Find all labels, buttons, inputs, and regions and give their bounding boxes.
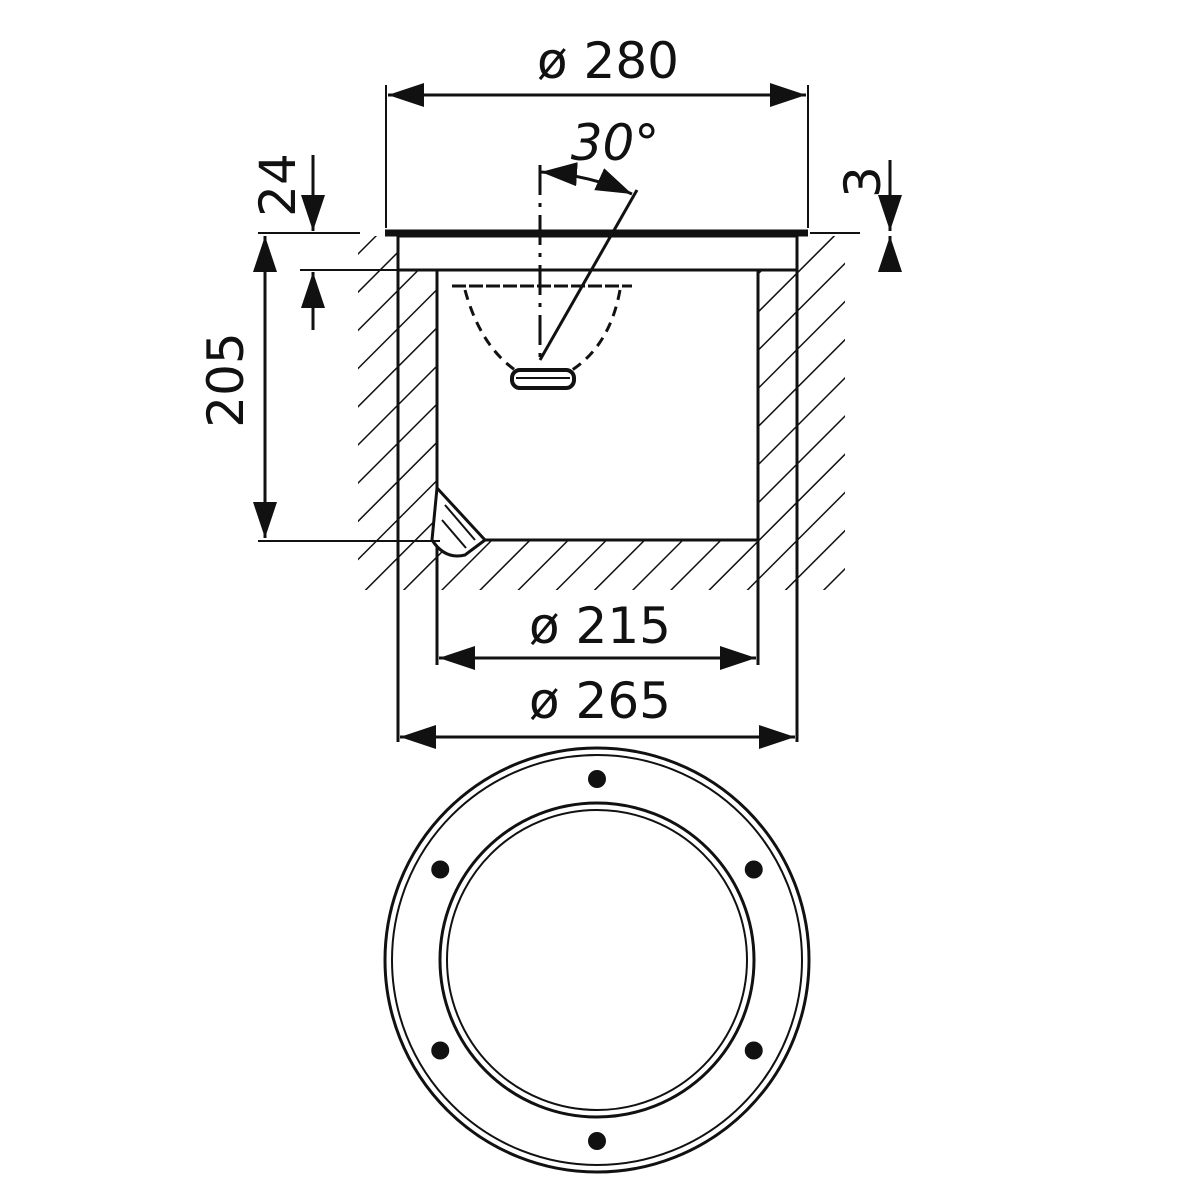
plan-view — [383, 746, 811, 1174]
bolt-hole — [744, 860, 763, 879]
section-view — [345, 162, 860, 742]
bolt-hole — [431, 1041, 450, 1060]
dim-inner-diameter: ø 215 — [529, 597, 671, 655]
dim-flange-height: 24 — [249, 153, 307, 217]
dim-beam-angle: 30° — [571, 114, 660, 172]
dim-flange-diameter: ø 280 — [537, 32, 679, 90]
dim-outer-diameter: ø 265 — [529, 672, 671, 730]
bolt-holes — [431, 770, 763, 1150]
bolt-hole — [588, 770, 606, 788]
flange — [396, 234, 799, 272]
lamp-reflector — [452, 284, 632, 390]
dimension-lines — [253, 83, 902, 749]
dim-flange-thickness: 3 — [834, 166, 892, 198]
housing-cavity — [435, 268, 760, 542]
bolt-hole — [431, 860, 450, 879]
bolt-hole — [744, 1041, 763, 1060]
dim-depth: 205 — [197, 332, 255, 427]
bolt-hole — [588, 1132, 606, 1150]
